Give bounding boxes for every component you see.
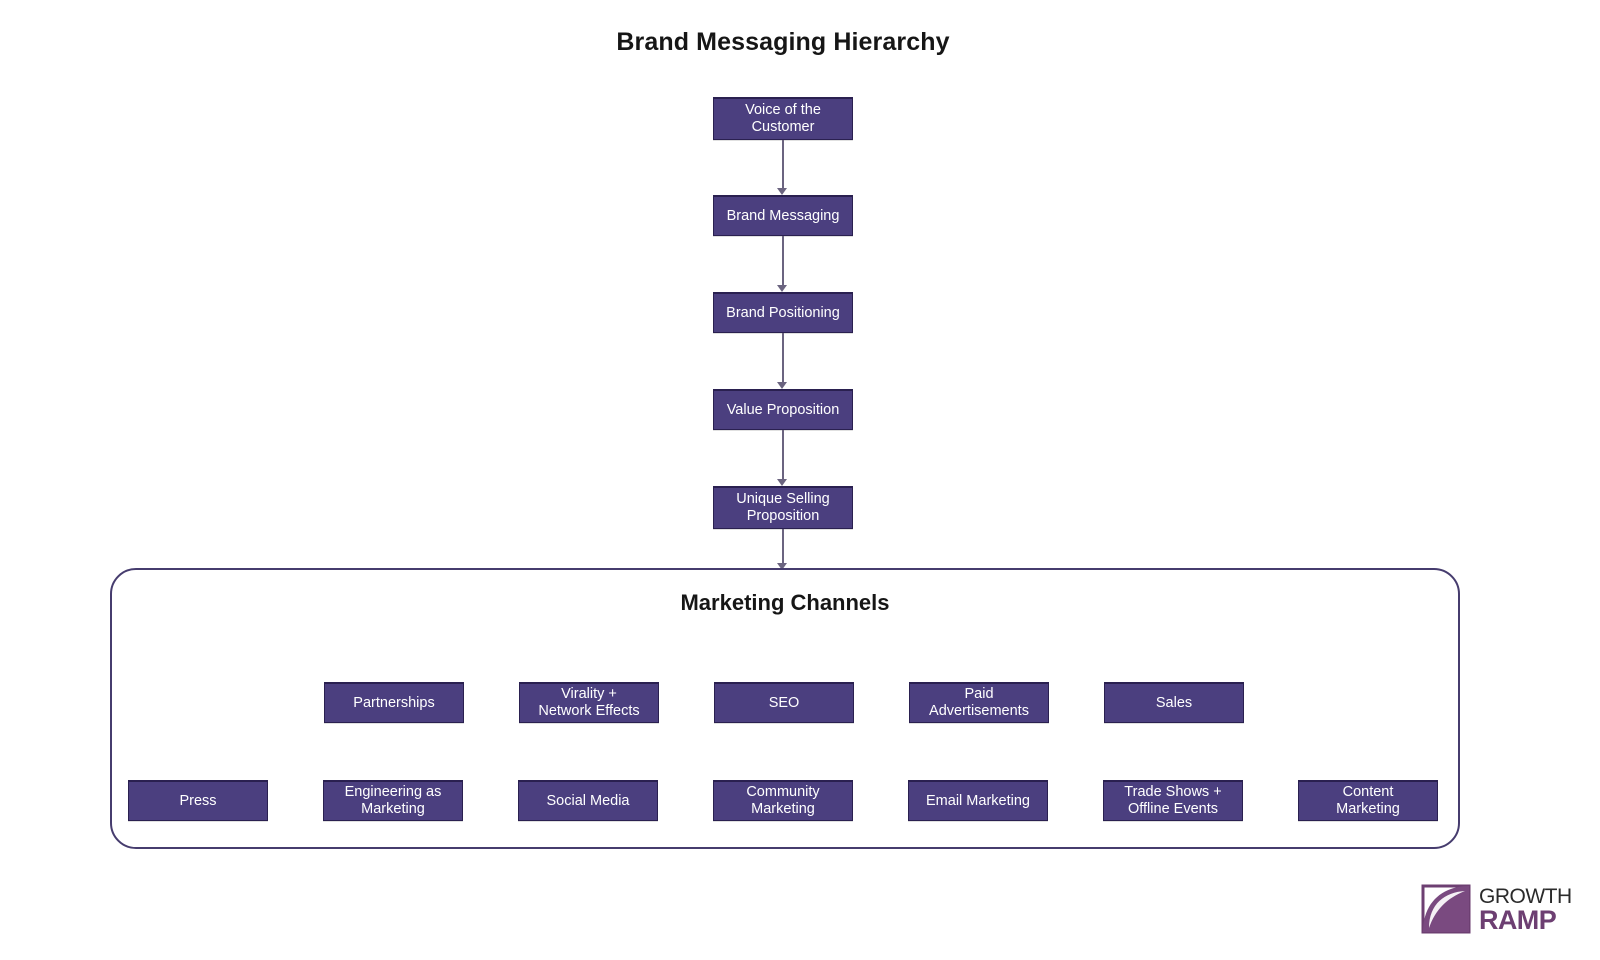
channel-seo[interactable]: SEO [714,682,854,723]
node-label-line: Marketing [751,801,815,817]
connector-arrowhead-1 [777,188,787,195]
node-label-line: Press [179,792,217,809]
node-label-line: Social Media [546,792,630,809]
logo-text-ramp: RAMP [1479,905,1557,935]
node-label-line: Brand Positioning [726,304,840,321]
connector-line-2 [782,236,784,286]
node-brand-positioning[interactable]: Brand Positioning [713,292,853,333]
logo-text-growth: GROWTH [1479,885,1572,908]
node-label-line: SEO [768,694,800,711]
node-label-line: Customer [751,119,815,135]
node-label: Email Marketing [926,793,1030,810]
node-label-line: Sales [1155,694,1193,711]
connector-line-1 [782,140,784,189]
marketing-channels-container [110,568,1460,849]
node-label-line: Voice of the [745,102,821,118]
node-label: Social Media [546,793,629,810]
channel-email-marketing[interactable]: Email Marketing [908,780,1048,821]
channel-virality-network-effects[interactable]: Virality +Network Effects [519,682,659,723]
node-label-line: Unique Selling [736,491,830,507]
marketing-channels-title: Marketing Channels [680,590,890,615]
channel-press[interactable]: Press [128,780,268,821]
node-label-line: Partnerships [353,694,435,711]
growth-ramp-logo-icon: GROWTH RAMP [1421,884,1572,935]
node-label: SEO [769,695,800,712]
connector-arrowhead-5 [777,563,787,570]
channel-trade-shows-offline-events[interactable]: Trade Shows +Offline Events [1103,780,1243,821]
node-label: Sales [1156,695,1192,712]
connector-arrowhead-4 [777,479,787,486]
node-label-line: Trade Shows + [1124,784,1222,800]
node-label-line: Marketing [361,801,425,817]
node-label-line: Offline Events [1127,801,1218,817]
channel-social-media[interactable]: Social Media [518,780,658,821]
node-label-line: Network Effects [538,703,640,719]
node-label: Brand Messaging [727,208,840,225]
node-label-line: Engineering as [344,784,442,800]
node-label: Press [179,793,216,810]
page-title: Brand Messaging Hierarchy [616,28,950,56]
node-value-proposition[interactable]: Value Proposition [713,389,853,430]
node-label-line: Marketing [1336,801,1400,817]
node-label: Brand Positioning [726,305,840,322]
node-label-line: Virality + [561,686,617,702]
node-label-line: Paid [964,686,994,702]
node-label-line: Brand Messaging [726,207,840,224]
connector-arrowhead-2 [777,285,787,292]
channel-partnerships[interactable]: Partnerships [324,682,464,723]
connector-arrowhead-3 [777,382,787,389]
node-label-line: Value Proposition [726,401,840,418]
node-label-line: Content [1342,784,1394,800]
node-brand-messaging[interactable]: Brand Messaging [713,195,853,236]
node-label-line: Proposition [746,508,820,524]
channel-sales[interactable]: Sales [1104,682,1244,723]
node-label-line: Email Marketing [926,792,1030,809]
connector-line-5 [782,529,784,564]
node-label-line: Advertisements [929,703,1029,719]
node-label: Trade Shows +Offline Events [1124,784,1221,818]
node-label-line: Community [746,784,820,800]
node-label: Virality +Network Effects [538,686,639,720]
connector-line-4 [782,430,784,480]
growth-ramp-logo: GROWTH RAMP [1417,876,1583,938]
node-label: Value Proposition [727,402,840,419]
connector-line-3 [782,333,784,383]
node-label: Partnerships [353,695,434,712]
